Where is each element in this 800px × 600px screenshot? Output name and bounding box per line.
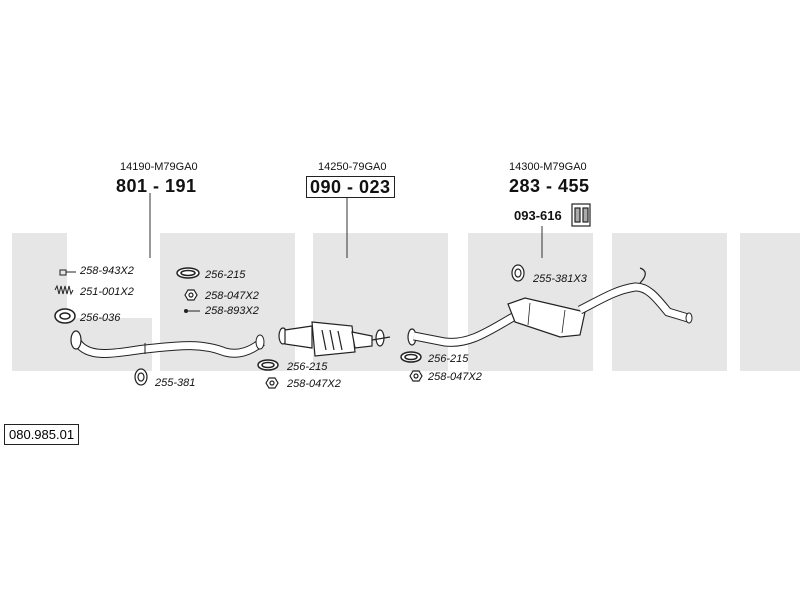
watermark-logo-block	[740, 233, 800, 371]
bolt-icon	[59, 269, 76, 276]
stud-icon	[184, 309, 200, 313]
component-label: 258-943X2	[80, 265, 134, 277]
component-label: 256-215	[428, 353, 469, 365]
part-number: 283 - 455	[509, 176, 590, 196]
nut-icon	[184, 289, 198, 301]
component-label: 255-381	[155, 377, 196, 389]
gasket-icon	[176, 267, 200, 279]
watermark-logo-block	[612, 233, 727, 371]
component-label: 258-893X2	[205, 305, 259, 317]
nut-icon	[409, 370, 423, 382]
component-label: 251-001X2	[80, 286, 134, 298]
nut-icon	[265, 377, 279, 389]
diagram-number: 080.985.01	[4, 424, 80, 445]
oem-number: 14190-M79GA0	[120, 161, 198, 173]
hanger-icon	[134, 368, 148, 386]
component-label: 258-047X2	[428, 371, 482, 383]
component-label: 256-215	[205, 269, 246, 281]
oem-number: 14250-79GA0	[318, 161, 387, 173]
component-label: 256-215	[287, 361, 328, 373]
watermark-logo-block	[12, 233, 67, 371]
rear-pipe-muffler	[407, 267, 693, 347]
part-number: 801 - 191	[116, 176, 197, 196]
gasket-icon	[400, 351, 422, 363]
part-number-boxed: 090 - 023	[306, 176, 395, 198]
catalytic-converter	[278, 321, 391, 357]
ring-gasket-icon	[54, 308, 76, 324]
clamp-kit-icon	[571, 203, 591, 227]
sub-part-number: 093-616	[514, 208, 562, 223]
hanger-icon	[511, 264, 525, 282]
front-pipe	[70, 330, 265, 358]
gasket-icon	[257, 359, 279, 371]
component-label: 255-381X3	[533, 273, 587, 285]
oem-number: 14300-M79GA0	[509, 161, 587, 173]
component-label: 258-047X2	[287, 378, 341, 390]
component-label: 258-047X2	[205, 290, 259, 302]
spring-icon	[54, 284, 74, 296]
component-label: 256-036	[80, 312, 121, 324]
